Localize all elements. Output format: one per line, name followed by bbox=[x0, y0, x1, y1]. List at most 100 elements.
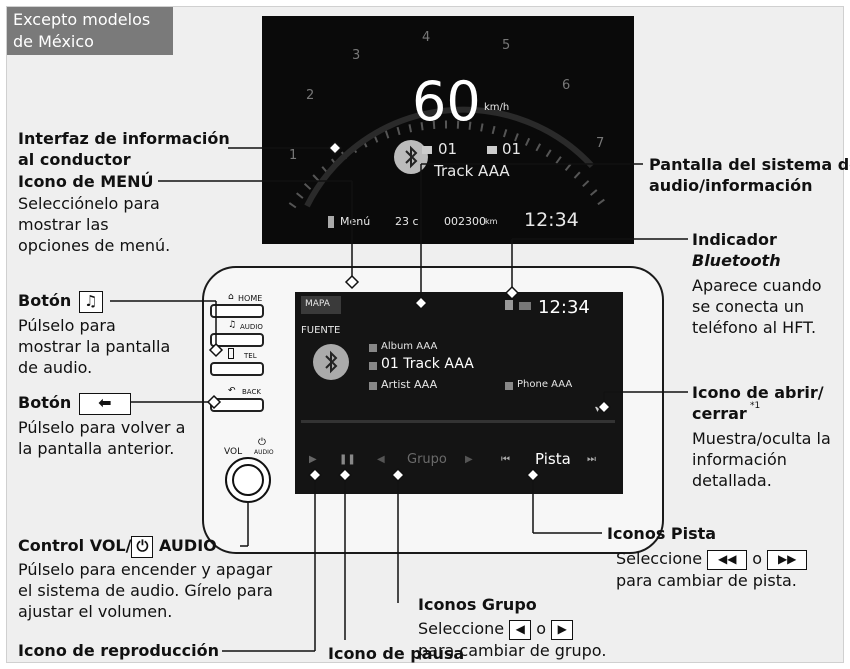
grupo-desc-line2: para cambiar de grupo. bbox=[418, 641, 607, 660]
boton-audio-title: Botón ♫ bbox=[18, 290, 103, 313]
speed-value: 60 bbox=[412, 70, 481, 133]
bluetooth-title: Bluetooth bbox=[692, 251, 781, 270]
gauge-tick-4: 4 bbox=[422, 30, 431, 45]
pista-desc-o: o bbox=[752, 549, 763, 568]
vol-audio-knob-inner[interactable] bbox=[232, 464, 264, 496]
group-next-icon[interactable]: ▶ bbox=[465, 454, 473, 465]
cluster-track-num-1: 01 bbox=[438, 140, 458, 158]
menu-icon-title: Icono de MENÚ bbox=[18, 172, 154, 191]
track-icon bbox=[369, 362, 377, 370]
back-label: BACK bbox=[242, 388, 261, 396]
back-button-icon: ⬅ bbox=[78, 392, 131, 415]
gauge-tick-5: 5 bbox=[502, 38, 511, 53]
track-next-icon[interactable]: ⏭ bbox=[587, 454, 596, 465]
music-button-icon: ♫ bbox=[78, 290, 103, 313]
home-button[interactable] bbox=[210, 304, 264, 318]
boton-back-desc: Púlselo para volver a la pantalla anteri… bbox=[18, 418, 186, 458]
mapa-label: MAPA bbox=[305, 299, 330, 309]
power-icon: ⏻ bbox=[131, 535, 154, 558]
screen-time: 12:34 bbox=[538, 297, 590, 318]
track-prev-icon[interactable]: ⏮ bbox=[501, 454, 510, 465]
artist-name: Artist AAA bbox=[381, 378, 438, 391]
cluster-menu-label: Menú bbox=[340, 215, 371, 228]
power-small-icon: ⏻ bbox=[258, 437, 266, 448]
bluetooth-audio-icon-screen bbox=[313, 344, 349, 380]
disc-icon bbox=[422, 146, 432, 154]
control-audio-word: AUDIO bbox=[159, 536, 217, 555]
pausa-label: Icono de pausa bbox=[328, 644, 465, 663]
phone-icon bbox=[228, 348, 234, 359]
open-close-icon[interactable]: ▾ bbox=[595, 404, 601, 415]
pista-desc-1: Seleccione bbox=[616, 549, 703, 568]
gauge-tick-7: 7 bbox=[596, 136, 605, 151]
tel-label: TEL bbox=[244, 352, 257, 360]
audio-button[interactable] bbox=[210, 333, 264, 347]
vol-label: VOL bbox=[224, 447, 243, 457]
pantalla-label: Pantalla del sistema de audio/informació… bbox=[649, 155, 850, 195]
mapa-button[interactable] bbox=[301, 296, 341, 314]
grupo-desc-line1: Seleccione ◀ o ▶ bbox=[418, 618, 574, 640]
abrir-superscript: *1 bbox=[750, 401, 761, 411]
audio-information-screen: MAPA 12:34 FUENTE Album AAA 01 Track AAA… bbox=[295, 292, 623, 494]
driver-information-interface: 1 2 3 4 5 6 7 60 km/h 01 01 Track AAA Me… bbox=[262, 16, 634, 244]
back-arrow-icon: ↶ bbox=[228, 386, 236, 396]
fuente-label: FUENTE bbox=[301, 325, 341, 336]
home-label: HOME bbox=[238, 294, 263, 303]
gauge-arc bbox=[288, 106, 608, 209]
indicador-title: Indicador bbox=[692, 230, 777, 249]
grupo-title: Iconos Grupo bbox=[418, 595, 537, 614]
album-icon bbox=[369, 344, 377, 352]
cluster-odometer-unit: km bbox=[485, 217, 498, 226]
boton-audio-word: Botón bbox=[18, 291, 72, 310]
grupo-desc-1: Seleccione bbox=[418, 619, 505, 638]
gauge-tick-2: 2 bbox=[306, 88, 315, 103]
music-note-icon: ♫ bbox=[228, 320, 237, 330]
speed-unit: km/h bbox=[484, 102, 510, 113]
cluster-time: 12:34 bbox=[524, 209, 579, 231]
bluetooth-audio-icon bbox=[394, 140, 428, 174]
abrir-title: Icono de abrir/ cerrar bbox=[692, 383, 824, 423]
pista-desc-line2: para cambiar de pista. bbox=[616, 571, 797, 590]
menu-icon bbox=[328, 216, 334, 228]
tel-button[interactable] bbox=[210, 362, 264, 376]
cluster-odometer: 002300 bbox=[444, 215, 486, 228]
gauge-tick-1: 1 bbox=[289, 148, 298, 163]
track-prev-box-icon: ◀◀ bbox=[707, 549, 748, 570]
indicador-desc: Aparece cuando se conecta un teléfono al… bbox=[692, 276, 822, 337]
home-icon: ⌂ bbox=[228, 292, 234, 302]
gauge-tick-3: 3 bbox=[352, 48, 361, 63]
phone-name: Phone AAA bbox=[517, 379, 573, 390]
audio-label: AUDIO bbox=[240, 323, 263, 331]
cluster-track-name: Track AAA bbox=[434, 162, 510, 180]
bluetooth-indicator-icon bbox=[505, 300, 513, 310]
play-icon[interactable]: ▶ bbox=[309, 454, 317, 465]
folder-icon bbox=[487, 146, 497, 154]
grupo-desc-o: o bbox=[536, 619, 547, 638]
track-next-box-icon: ▶▶ bbox=[767, 549, 808, 570]
cluster-temperature: 23 c bbox=[395, 215, 419, 228]
pause-icon[interactable]: ❚❚ bbox=[339, 454, 356, 465]
pista-title: Iconos Pista bbox=[607, 524, 717, 543]
control-desc: Púlselo para encender y apagar el sistem… bbox=[18, 560, 273, 621]
region-tag: Excepto modelos de México bbox=[7, 7, 173, 55]
boton-back-title: Botón ⬅ bbox=[18, 392, 131, 415]
abrir-desc: Muestra/oculta la información detallada. bbox=[692, 429, 831, 490]
boton-back-word: Botón bbox=[18, 393, 72, 412]
interfaz-label: Interfaz de información al conductor bbox=[18, 129, 230, 169]
group-prev-icon[interactable]: ◀ bbox=[377, 454, 385, 465]
progress-bar bbox=[301, 420, 615, 423]
reproduccion-label: Icono de reproducción bbox=[18, 641, 220, 660]
track-name: 01 Track AAA bbox=[381, 356, 474, 372]
album-name: Album AAA bbox=[381, 341, 438, 352]
group-next-box-icon: ▶ bbox=[551, 619, 574, 640]
audio-small-label: AUDIO bbox=[254, 449, 274, 456]
signal-icon bbox=[519, 302, 531, 310]
menu-icon-desc: Selecciónelo para mostrar las opciones d… bbox=[18, 194, 171, 255]
pista-desc-line1: Seleccione ◀◀ o ▶▶ bbox=[616, 548, 808, 570]
boton-audio-desc: Púlselo para mostrar la pantalla de audi… bbox=[18, 316, 171, 377]
phone-source-icon bbox=[505, 382, 513, 390]
cluster-track-num-2: 01 bbox=[502, 140, 522, 158]
artist-icon bbox=[369, 382, 377, 390]
